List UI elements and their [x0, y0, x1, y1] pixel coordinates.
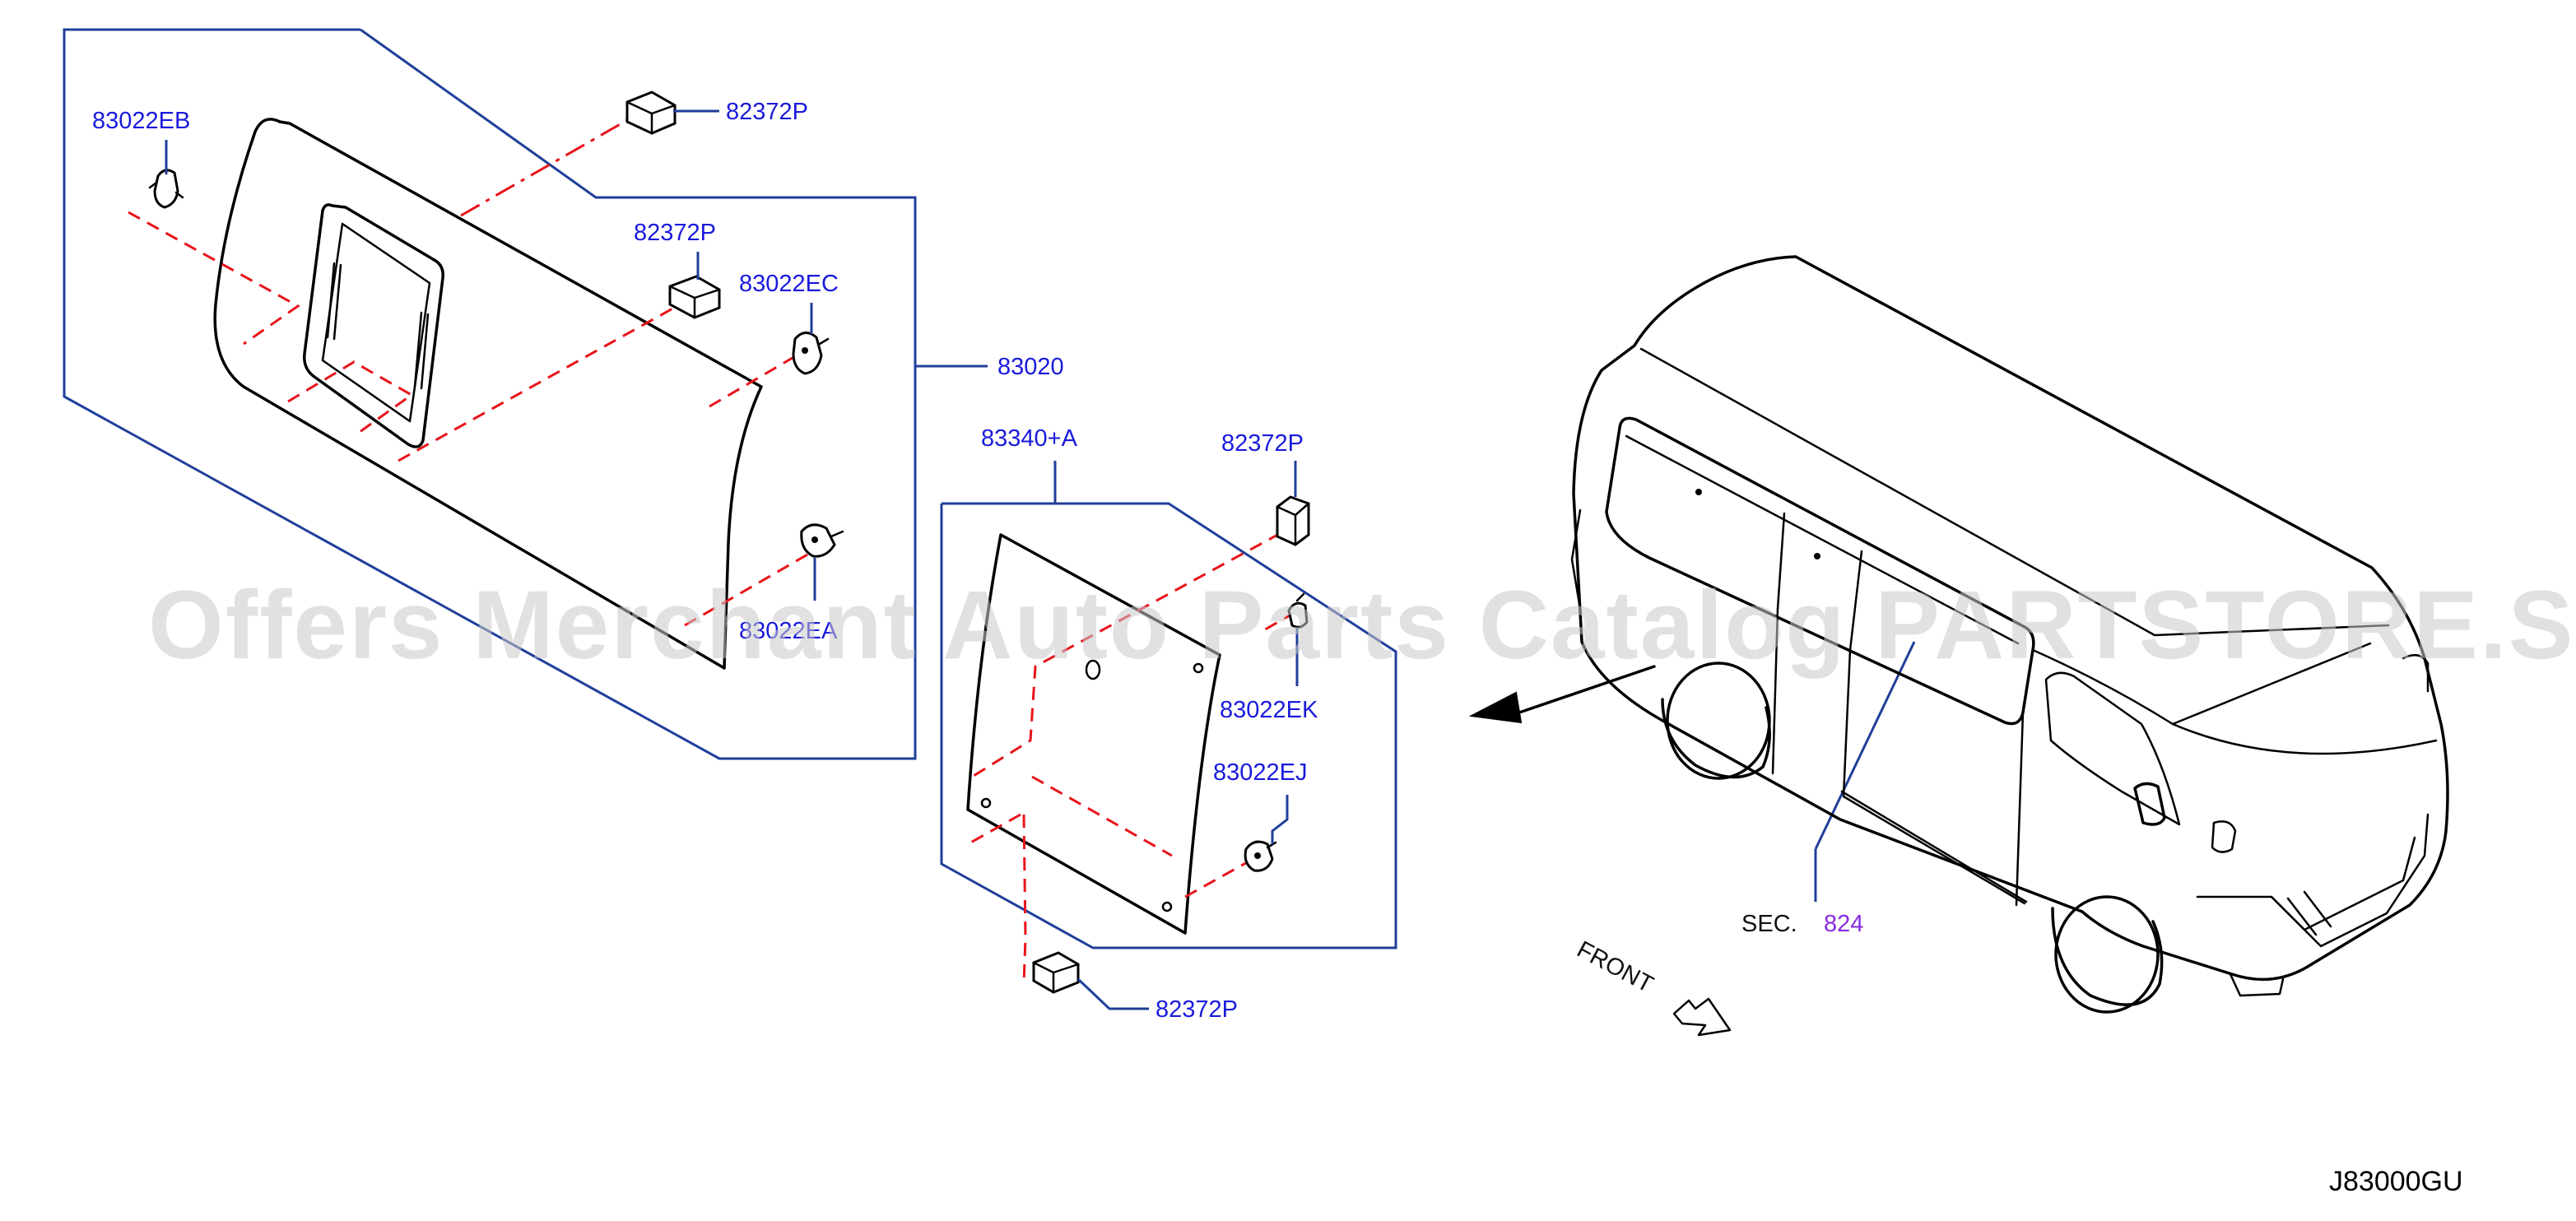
section-number-link[interactable]: 824 [1824, 911, 1863, 937]
assembly-83020-bracket [63, 28, 988, 760]
clip-83022ek-icon [1287, 592, 1309, 629]
clip-83022ec-icon [792, 332, 830, 375]
callout-83340-a: 83340+A [981, 425, 1078, 452]
retainer-block-82372p-board-top-icon [1276, 495, 1310, 546]
front-label: FRONT [1573, 936, 1658, 998]
callout-83022ea: 83022EA [739, 618, 838, 644]
section-prefix: SEC. [1741, 911, 1797, 937]
callout-83022eb: 83022EB [92, 108, 190, 134]
callout-82372p-middle: 82372P [634, 220, 716, 246]
retainer-block-82372p-bottom-icon [1032, 951, 1080, 994]
van-illustration [1570, 255, 2449, 1014]
clip-83022ej-icon [1244, 840, 1277, 872]
direction-arrow [1468, 665, 1656, 724]
rear-quarter-glass [128, 105, 825, 670]
watermark: Offers Merchant Auto Parts Catalog PARTS… [148, 571, 2576, 680]
callout-83022ej: 83022EJ [1213, 759, 1308, 786]
clip-83022ea-icon [800, 523, 844, 558]
clip-83022eb-icon [148, 169, 184, 209]
callout-83022ek: 83022EK [1220, 697, 1318, 723]
callout-82372p-board-top: 82372P [1221, 430, 1304, 457]
front-direction-icon [1672, 997, 1732, 1037]
callout-83022ec: 83022EC [739, 271, 839, 297]
callout-82372p-bottom: 82372P [1155, 996, 1238, 1023]
callout-83020: 83020 [997, 354, 1064, 380]
retainer-block-82372p-middle-icon [668, 275, 721, 319]
board-assembly-bracket [940, 461, 1397, 949]
callout-82372p-top: 82372P [726, 99, 808, 125]
diagram-code: J83000GU [2329, 1166, 2463, 1197]
retainer-block-82372p-top-icon [625, 91, 677, 135]
